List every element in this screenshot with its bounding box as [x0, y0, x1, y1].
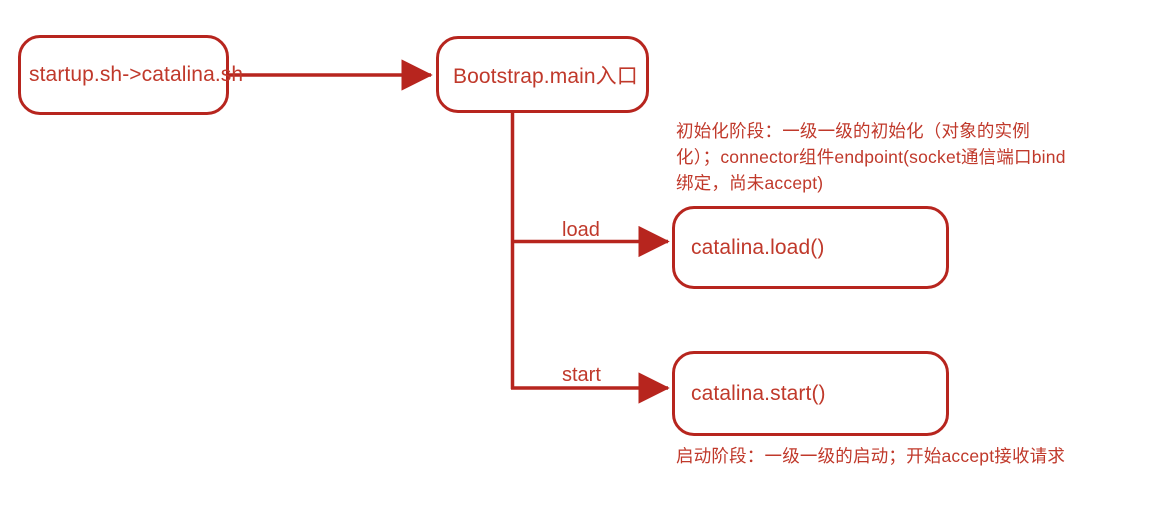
node-startup-script-label: startup.sh->catalina.sh [29, 63, 244, 86]
edge-label-start: start [562, 364, 601, 386]
annotation-init-phase: 初始化阶段：一级一级的初始化（对象的实例化）；connector组件endpoi… [676, 121, 1066, 193]
node-bootstrap-main[interactable]: Bootstrap.main入口 [436, 36, 649, 113]
node-catalina-load[interactable]: catalina.load() [672, 206, 949, 289]
annotation-start-phase: 启动阶段：一级一级的启动；开始accept接收请求 [676, 446, 1066, 466]
edge-label-load: load [562, 219, 600, 241]
node-bootstrap-main-label: Bootstrap.main入口 [453, 64, 638, 88]
node-catalina-load-label: catalina.load() [691, 235, 825, 259]
node-startup-script[interactable]: startup.sh->catalina.sh [18, 35, 243, 115]
node-catalina-start[interactable]: catalina.start() [672, 351, 949, 436]
node-catalina-start-label: catalina.start() [691, 381, 826, 405]
